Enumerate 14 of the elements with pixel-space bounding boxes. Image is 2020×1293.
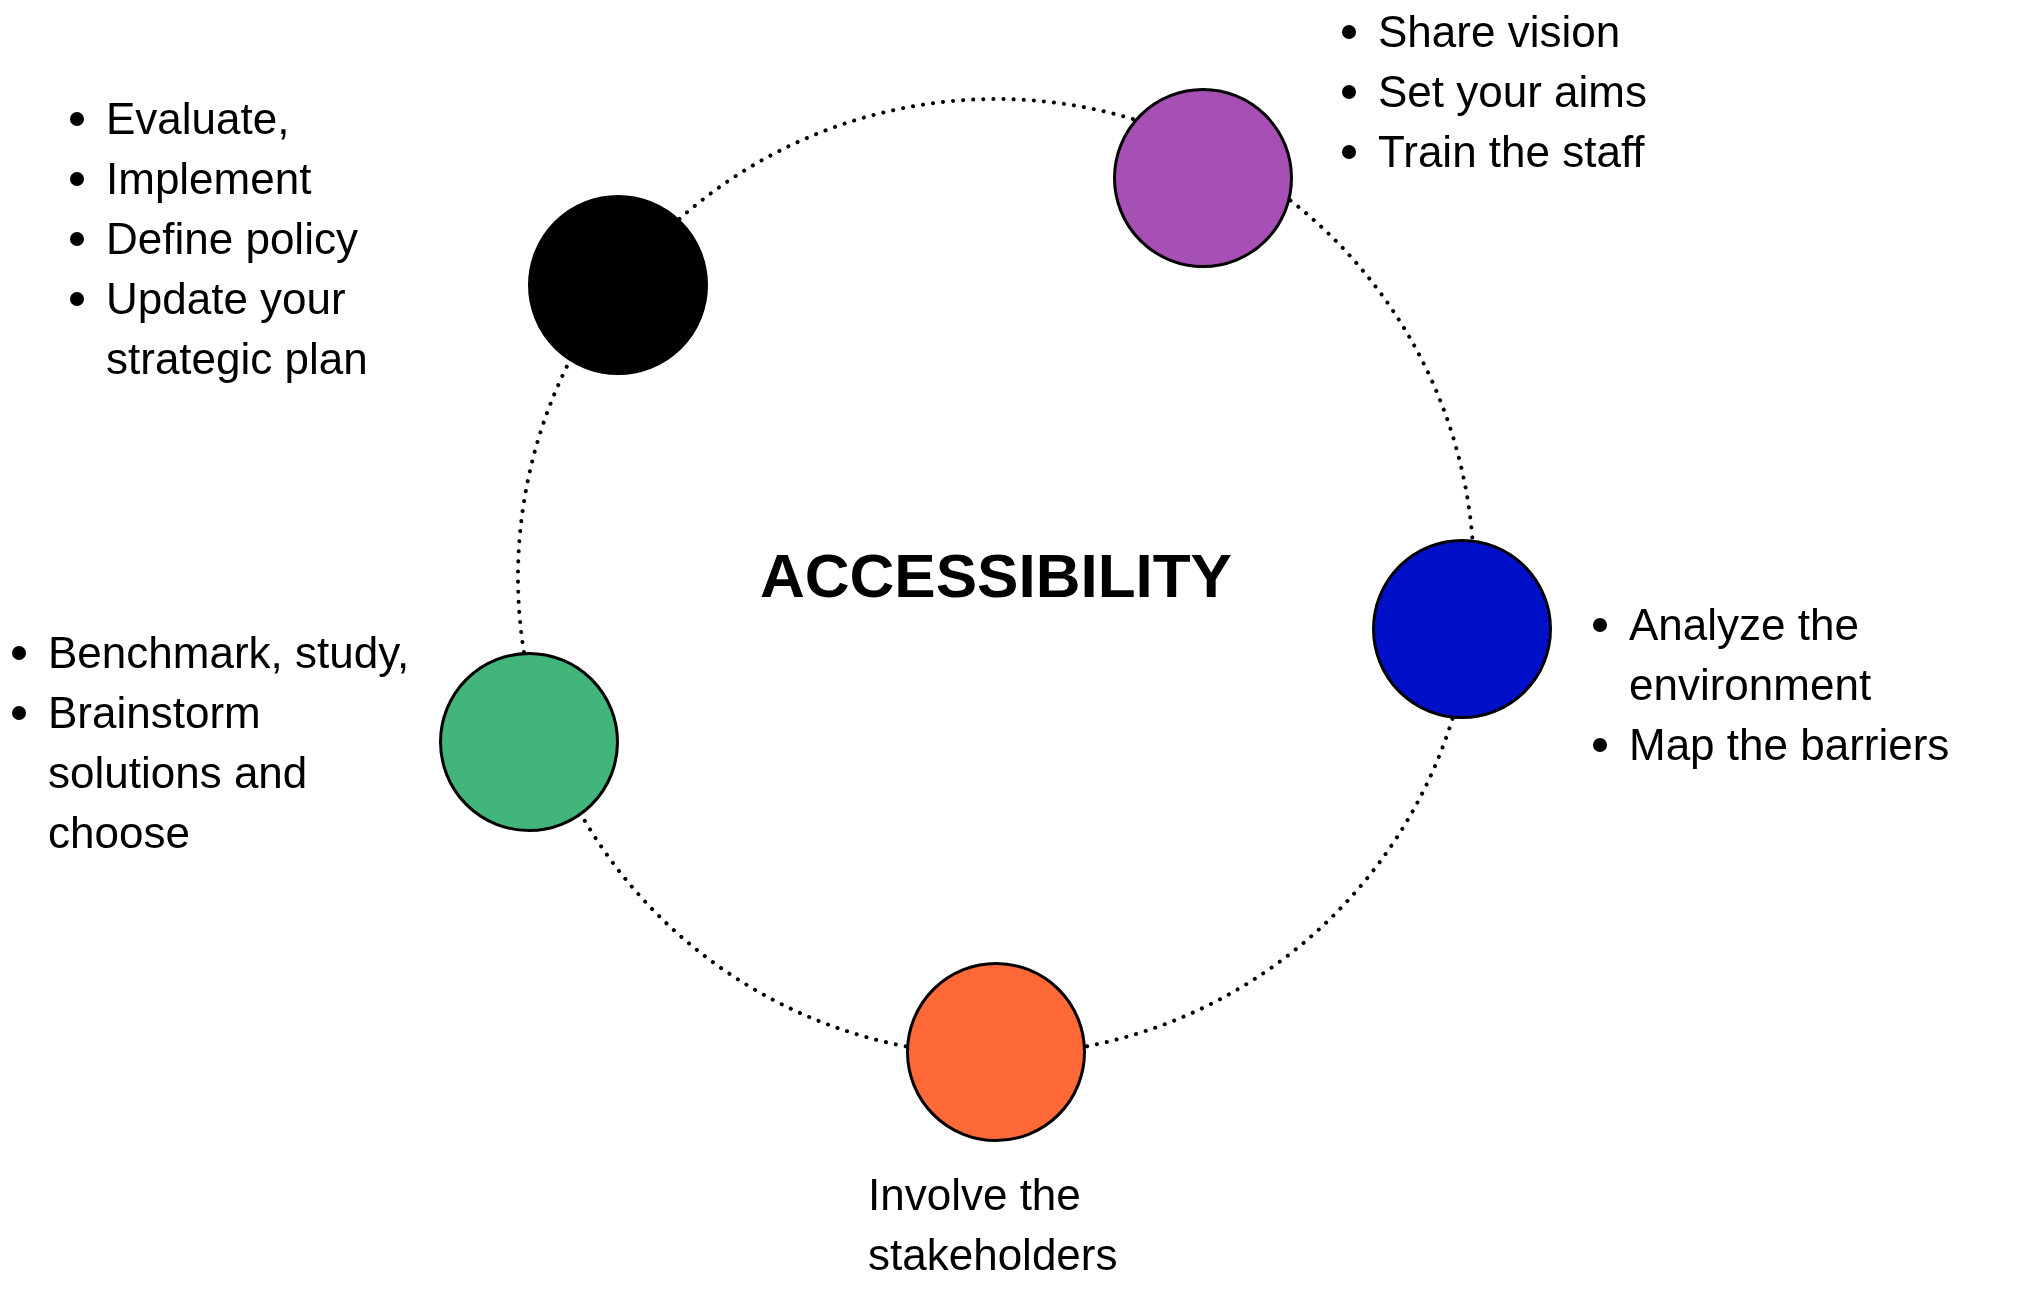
step-text: Involve the stakeholders (868, 1169, 1119, 1281)
list-item: Implement (106, 153, 312, 205)
dotted-connector (677, 97, 1137, 221)
list-item: Update your strategic plan (106, 273, 369, 385)
center-title: ACCESSIBILITY (759, 540, 1233, 612)
list-item: Evaluate, (106, 93, 290, 145)
list-item: Set your aims (1378, 66, 1647, 118)
list-item: Map the barriers (1629, 719, 1950, 771)
list-item: Benchmark, study, (48, 627, 410, 679)
list-item: Define policy (106, 213, 358, 265)
list-item: Analyze the environment (1629, 599, 1873, 711)
list-item: Share vision (1378, 6, 1621, 58)
list-item: Brainstorm solutions and choose (48, 687, 309, 859)
list-item: Train the staff (1378, 126, 1645, 178)
